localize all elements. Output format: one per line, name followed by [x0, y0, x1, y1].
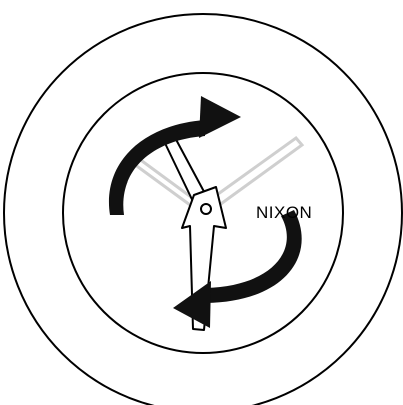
brand-logo-text: NIXON	[256, 203, 312, 222]
center-pin	[201, 204, 211, 214]
upper-arrow-head	[199, 96, 241, 138]
